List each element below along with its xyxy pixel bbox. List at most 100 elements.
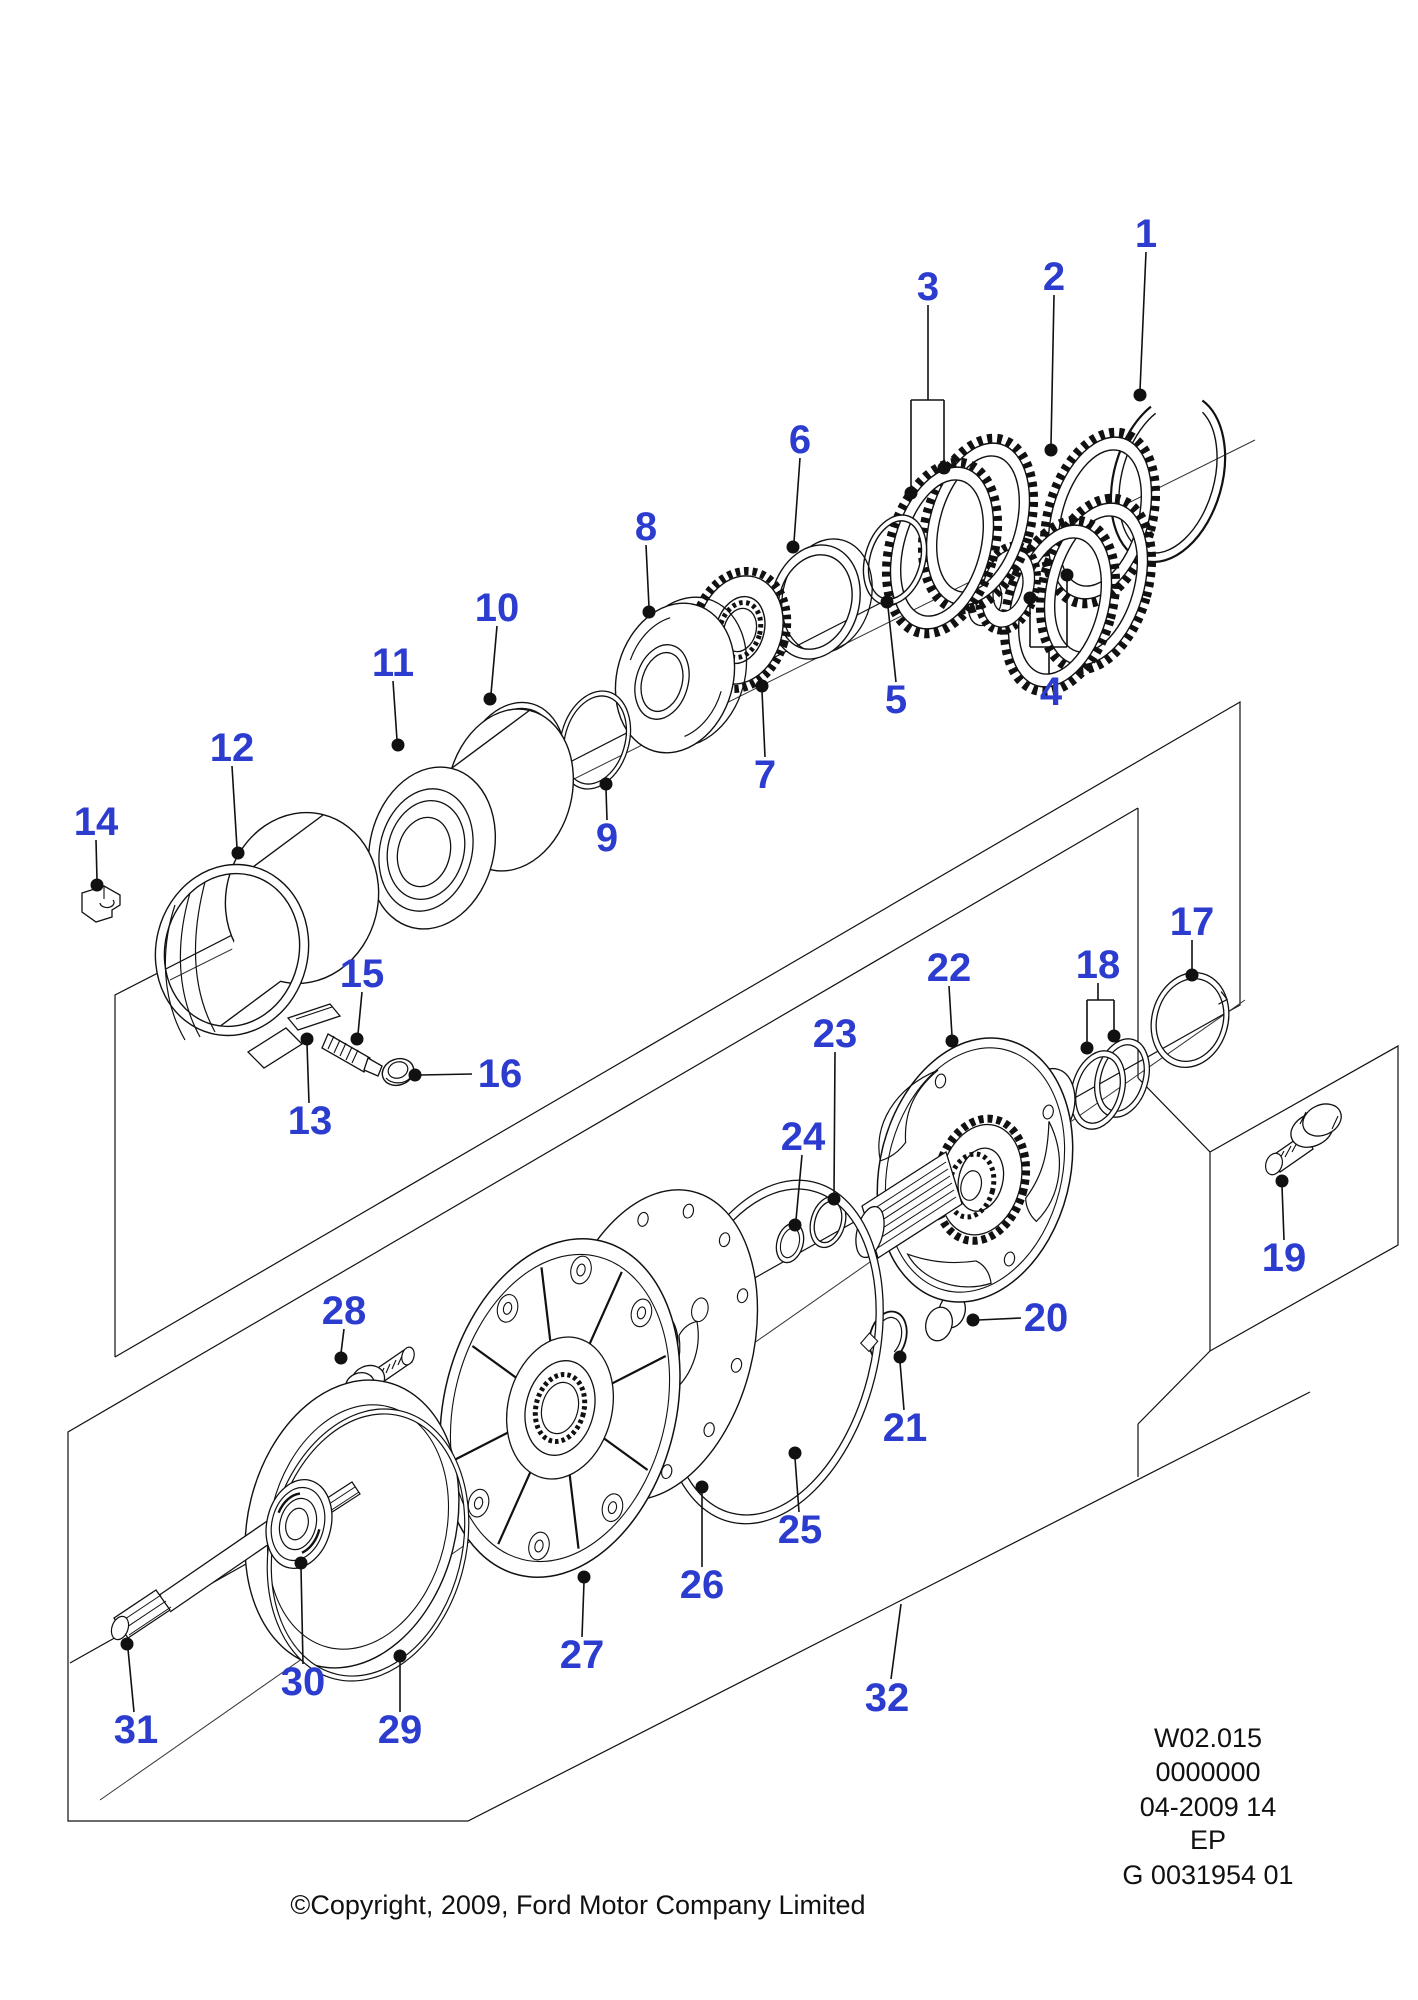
part-callout-26: 26: [680, 1480, 725, 1607]
step-edge-upper: [1137, 1077, 1211, 1153]
part-number-label-17[interactable]: 17: [1170, 900, 1215, 944]
leader-dot-17: [1185, 968, 1199, 982]
leader-line-31: [127, 1648, 135, 1713]
friction-plates-3: [881, 433, 1039, 639]
leader-dot-2: [1044, 443, 1058, 457]
leader-dot-23: [827, 1192, 841, 1206]
leader-line-21: [899, 1361, 905, 1411]
leader-line-22: [948, 985, 953, 1037]
part-number-label-29[interactable]: 29: [378, 1708, 423, 1752]
leader-line-14: [95, 839, 98, 881]
clutch-piston-8: [614, 596, 748, 754]
leader-line-5: [887, 606, 897, 683]
part-number-label-20[interactable]: 20: [1024, 1296, 1069, 1340]
part-number-label-21[interactable]: 21: [883, 1406, 928, 1450]
part-number-label-32[interactable]: 32: [865, 1676, 910, 1720]
part-number-label-14[interactable]: 14: [74, 800, 119, 844]
part-callout-21: 21: [883, 1350, 928, 1450]
leader-dot-29: [393, 1649, 407, 1663]
leader-line-13: [306, 1043, 310, 1104]
locknut-16: [381, 1057, 415, 1087]
part-callout-14: 14: [74, 800, 119, 892]
part-number-label-9[interactable]: 9: [596, 816, 618, 860]
part-callout-3: 3: [904, 265, 951, 500]
leader-dot-13: [300, 1032, 314, 1046]
part-number-label-13[interactable]: 13: [288, 1099, 333, 1143]
leader-dot-4: [1023, 591, 1037, 605]
part-number-label-24[interactable]: 24: [781, 1115, 826, 1159]
leader-dot-16: [408, 1068, 422, 1082]
bolt-shelf-outline: [1209, 1044, 1399, 1353]
leader-dot-27: [577, 1570, 591, 1584]
part-callout-11: 11: [372, 641, 414, 752]
leader-dot-1: [1133, 388, 1147, 402]
leader-line-9: [605, 788, 608, 821]
part-number-label-11[interactable]: 11: [372, 641, 414, 685]
part-number-label-23[interactable]: 23: [813, 1012, 858, 1056]
part-number-label-27[interactable]: 27: [560, 1633, 605, 1677]
part-callout-24: 24: [781, 1115, 826, 1232]
leader-dot-8: [642, 605, 656, 619]
part-number-label-3[interactable]: 3: [917, 265, 939, 309]
leader-dot-14: [90, 878, 104, 892]
part-callout-18: 18: [1076, 943, 1121, 1055]
part-callout-28: 28: [322, 1289, 367, 1365]
part-number-label-18[interactable]: 18: [1076, 943, 1121, 987]
leader-line-30: [300, 1567, 304, 1665]
part-callout-32: 32: [865, 1603, 910, 1720]
part-callout-12: 12: [210, 726, 255, 860]
leader-line-27: [581, 1581, 585, 1638]
part-callout-27: 27: [560, 1570, 605, 1677]
leader-dot-10: [483, 692, 497, 706]
snap-ring-1: [1109, 392, 1227, 564]
leader-line-23: [833, 1051, 836, 1195]
leader-dot-26: [695, 1480, 709, 1494]
part-callout-8: 8: [635, 505, 657, 619]
leader-line-25: [794, 1457, 800, 1513]
leader-dot-18: [1080, 1041, 1094, 1055]
leader-line-32: [890, 1603, 902, 1680]
info-line-1: W02.015: [1154, 1723, 1262, 1753]
part-number-label-10[interactable]: 10: [475, 586, 520, 630]
brake-band-12: [154, 811, 380, 1069]
leader-line-19: [1281, 1185, 1285, 1241]
part-number-label-26[interactable]: 26: [680, 1563, 725, 1607]
part-number-label-15[interactable]: 15: [340, 952, 385, 996]
part-number-label-25[interactable]: 25: [778, 1508, 823, 1552]
part-number-label-2[interactable]: 2: [1043, 255, 1065, 299]
leader-line-10: [490, 625, 498, 695]
part-number-label-16[interactable]: 16: [478, 1052, 523, 1096]
part-number-label-12[interactable]: 12: [210, 726, 255, 770]
part-number-label-5[interactable]: 5: [885, 678, 907, 722]
part-number-label-6[interactable]: 6: [789, 418, 811, 462]
case-panel-outlines: [67, 592, 1399, 1822]
part-number-label-7[interactable]: 7: [754, 753, 776, 797]
leader-dot-7: [755, 679, 769, 693]
part-callout-16: 16: [408, 1052, 523, 1096]
leader-line-2: [1050, 294, 1055, 446]
part-number-label-19[interactable]: 19: [1262, 1236, 1307, 1280]
part-number-label-30[interactable]: 30: [281, 1660, 326, 1704]
part-callout-2: 2: [1043, 255, 1065, 457]
part-number-label-28[interactable]: 28: [322, 1289, 367, 1333]
leader-line-7: [761, 690, 766, 758]
leader-dot-28: [334, 1351, 348, 1365]
leader-dot-3: [937, 461, 951, 475]
part-callout-22: 22: [927, 946, 972, 1048]
case-panel-outline: [67, 807, 1311, 1822]
leader-dot-21: [893, 1350, 907, 1364]
leader-line-24: [795, 1154, 803, 1221]
part-number-label-22[interactable]: 22: [927, 946, 972, 990]
leader-line-11: [392, 680, 398, 741]
part-number-label-8[interactable]: 8: [635, 505, 657, 549]
part-number-label-31[interactable]: 31: [114, 1708, 159, 1752]
part-callout-19: 19: [1262, 1174, 1307, 1280]
leader-dot-20: [966, 1313, 980, 1327]
seal-rings-18: [1070, 1038, 1150, 1130]
oil-pump-22: [855, 1037, 1076, 1303]
part-number-label-4[interactable]: 4: [1040, 670, 1063, 714]
leader-dot-22: [945, 1034, 959, 1048]
part-number-label-1[interactable]: 1: [1135, 212, 1157, 256]
